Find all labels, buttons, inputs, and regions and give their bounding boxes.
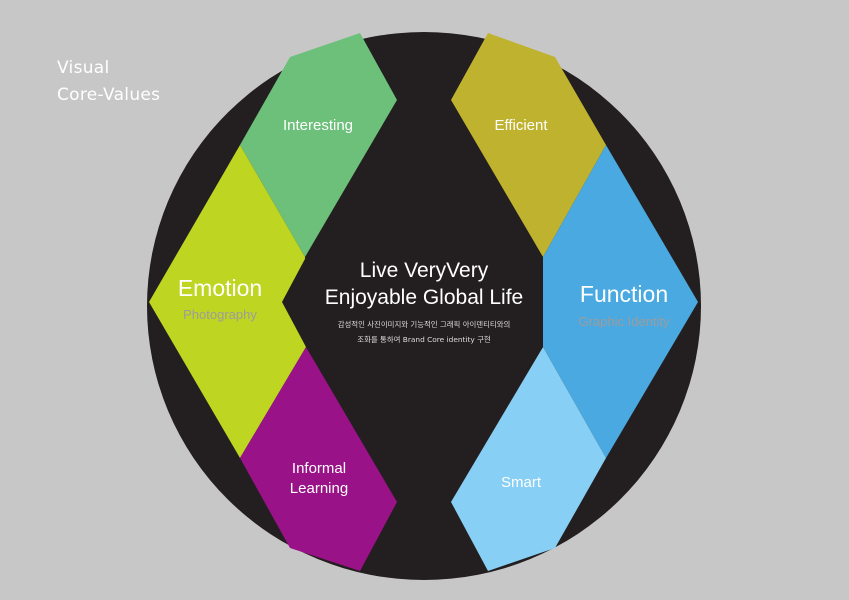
center-title-line-2: Enjoyable Global Life [325, 286, 523, 309]
center-caption-line-2: 조화를 통하여 Brand Core identity 구현 [357, 335, 491, 344]
efficient-diamond [451, 33, 606, 257]
smart-diamond [451, 347, 606, 571]
emotion-title: Emotion [178, 275, 262, 301]
title-line-2: Core-Values [57, 85, 161, 105]
emotion-diamond [149, 145, 306, 458]
graphic-identity-subtitle: Graphic Identity [578, 314, 670, 329]
function-diamond [543, 145, 698, 458]
smart-label: Smart [501, 474, 542, 491]
center-caption-line-1: 감성적인 사진이미지와 기능적인 그래픽 아이덴티티와의 [338, 320, 511, 329]
informal-learning-diamond [240, 347, 397, 571]
center-diamond [282, 90, 543, 515]
title-line-1: Visual [57, 58, 110, 78]
learning-label: Learning [290, 480, 348, 497]
visual-core-values-title: Visual Core-Values [57, 55, 160, 109]
interesting-diamond [240, 33, 397, 257]
efficient-label: Efficient [494, 117, 548, 134]
function-title: Function [580, 281, 668, 307]
photography-subtitle: Photography [183, 307, 257, 322]
center-title-line-1: Live VeryVery [360, 259, 489, 282]
informal-label: Informal [292, 460, 346, 477]
interesting-label: Interesting [283, 117, 353, 134]
